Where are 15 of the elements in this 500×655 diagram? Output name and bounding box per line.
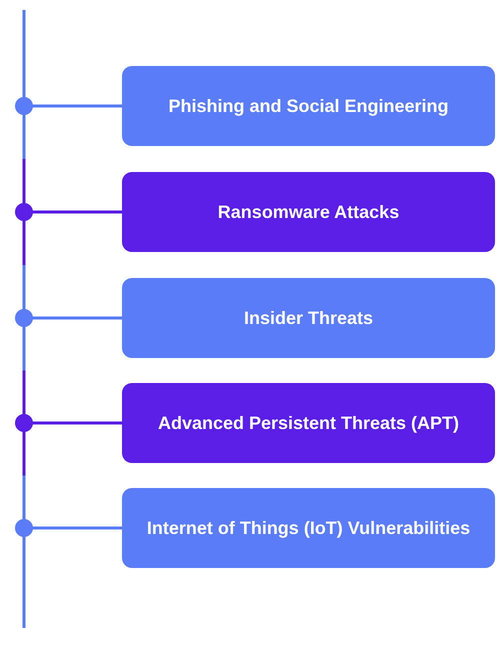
topic-box (122, 66, 495, 146)
topic-label: Ransomware Attacks (218, 201, 400, 224)
connector-line (15, 414, 122, 432)
topic-box (122, 278, 495, 358)
topic-box (122, 383, 495, 463)
topic-label: Phishing and Social Engineering (168, 95, 449, 118)
topic-label: Internet of Things (IoT) Vulnerabilities (146, 517, 470, 540)
connector-line (15, 309, 122, 327)
topic-label: Advanced Persistent Threats (APT) (158, 412, 460, 435)
connector-line (15, 519, 122, 537)
connector-line (15, 97, 122, 115)
connector-line (15, 203, 122, 221)
topic-box (122, 172, 495, 252)
topic-box (122, 488, 495, 568)
topic-label: Insider Threats (244, 307, 374, 330)
